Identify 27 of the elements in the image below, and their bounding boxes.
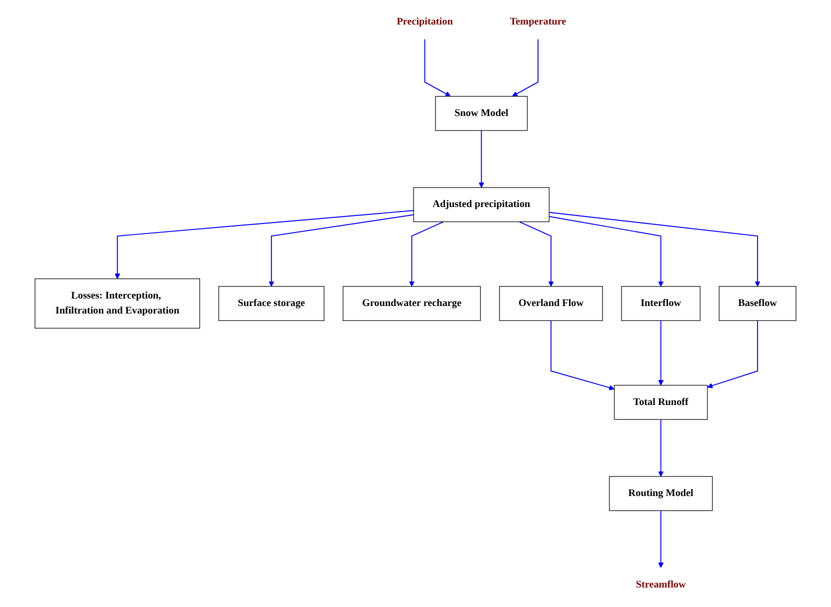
node-box: Surface storage <box>218 286 324 321</box>
arrow <box>518 221 554 287</box>
node-text: Precipitation <box>396 16 453 28</box>
node-box: Losses: Interception, Infiltration and Evaporation <box>34 278 200 329</box>
node-box: Interflow <box>621 286 700 321</box>
arrow <box>707 320 758 388</box>
arrow <box>512 38 538 97</box>
node-box: Overland Flow <box>499 286 603 321</box>
arrow <box>658 510 664 568</box>
arrow <box>114 210 414 280</box>
arrow <box>550 320 615 390</box>
arrow <box>658 320 664 386</box>
node-box: Snow Model <box>435 96 528 131</box>
node-box: Baseflow <box>718 286 796 321</box>
arrow <box>658 418 664 477</box>
node-box: Total Runoff <box>614 384 708 420</box>
arrow <box>548 216 664 287</box>
arrow <box>424 38 451 97</box>
node-box: Adjusted precipitation <box>413 187 550 222</box>
node-box: Groundwater recharge <box>342 286 481 321</box>
arrow <box>548 212 760 287</box>
arrow <box>268 214 414 287</box>
node-box: Routing Model <box>608 476 713 511</box>
node-text: Streamflow <box>636 579 686 590</box>
node-text: Temperature <box>510 16 566 28</box>
arrow <box>408 221 444 287</box>
arrow <box>478 130 484 188</box>
